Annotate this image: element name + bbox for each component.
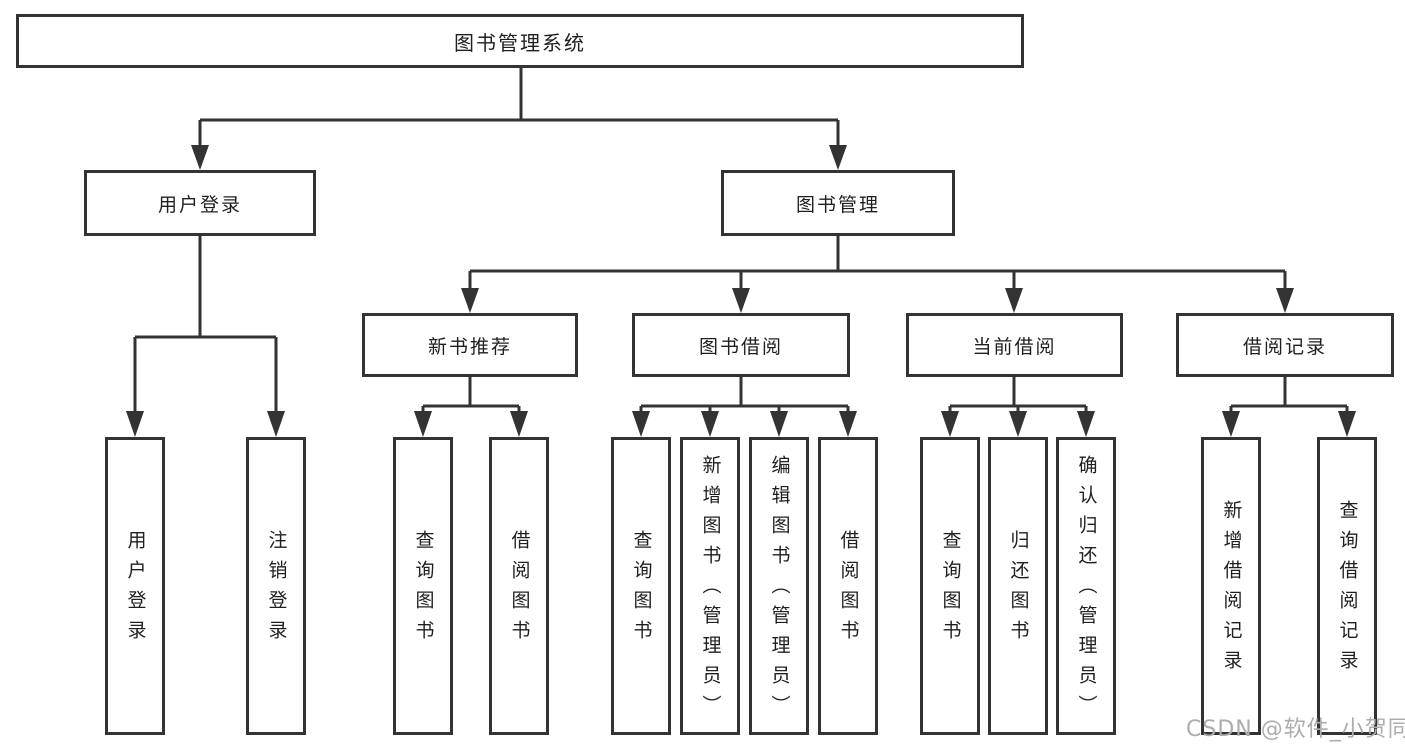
connector-book-borrow xyxy=(639,377,850,412)
connector-current-borrow xyxy=(948,377,1088,412)
leaf-add-books-admin: 新增图书（管理员） xyxy=(680,437,740,735)
leaf-query-borrow-record: 查询借阅记录 xyxy=(1317,437,1377,735)
connector-root-to-level2 xyxy=(198,68,840,146)
node-book-management: 图书管理 xyxy=(721,170,955,236)
connector-book-mgmt xyxy=(468,236,1287,289)
leaf-return-books: 归还图书 xyxy=(988,437,1048,735)
arrowheads-level3 xyxy=(461,288,1294,313)
arrowheads-borrow-records xyxy=(1222,411,1356,437)
node-borrow-records: 借阅记录 xyxy=(1176,313,1394,377)
csdn-watermark: CSDN @软件_小贺同学 xyxy=(1186,717,1405,742)
leaf-query-books-recommend: 查询图书 xyxy=(393,437,453,735)
arrowheads-current-borrow xyxy=(941,411,1095,437)
leaf-query-books-current: 查询图书 xyxy=(920,437,980,735)
node-book-borrow: 图书借阅 xyxy=(632,313,850,377)
arrowheads-level2 xyxy=(191,145,847,170)
leaf-query-books-borrow: 查询图书 xyxy=(611,437,671,735)
leaf-edit-books-admin: 编辑图书（管理员） xyxy=(749,437,809,735)
arrowheads-book-borrow xyxy=(632,411,857,437)
leaf-borrow-books-recommend: 借阅图书 xyxy=(489,437,549,735)
node-root-library-system: 图书管理系统 xyxy=(16,14,1024,68)
leaf-user-login: 用户登录 xyxy=(105,437,165,735)
node-new-book-recommend: 新书推荐 xyxy=(362,313,578,377)
arrowheads-new-books xyxy=(414,411,528,437)
node-current-borrow: 当前借阅 xyxy=(906,313,1123,377)
leaf-logout: 注销登录 xyxy=(246,437,306,735)
connector-new-books xyxy=(421,377,521,412)
arrowheads-user-login xyxy=(126,411,285,437)
leaf-add-borrow-record: 新增借阅记录 xyxy=(1201,437,1261,735)
connector-user-login xyxy=(133,236,278,412)
leaf-confirm-return-admin: 确认归还（管理员） xyxy=(1056,437,1116,735)
connector-borrow-records xyxy=(1229,377,1349,412)
node-user-login: 用户登录 xyxy=(84,170,316,236)
leaf-borrow-books: 借阅图书 xyxy=(818,437,878,735)
